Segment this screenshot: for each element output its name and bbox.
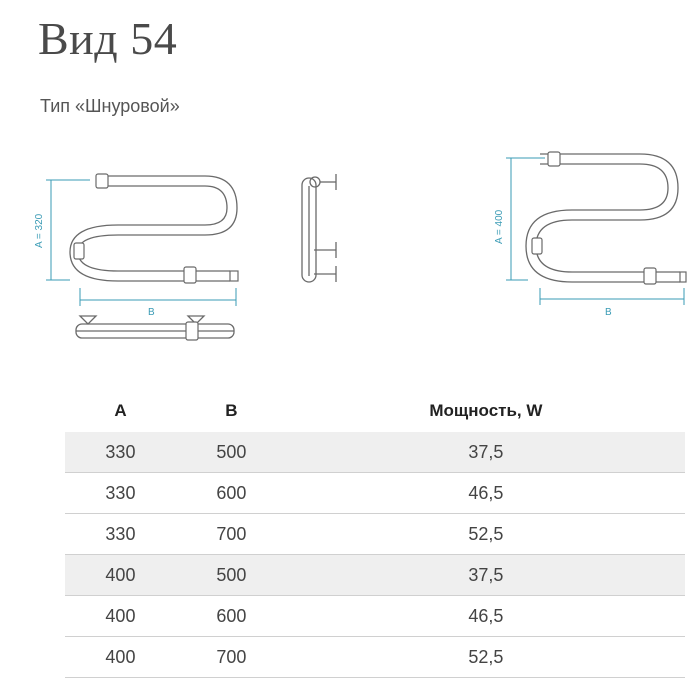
- page-title: Вид 54: [38, 13, 178, 64]
- cell-a: 400: [65, 554, 176, 596]
- column-header-a: A: [114, 401, 127, 420]
- cell-b: 600: [175, 595, 287, 637]
- cell-power: 52,5: [286, 513, 685, 555]
- table-row: 330 500 37,5: [65, 432, 685, 473]
- left-top-view: [75, 315, 235, 341]
- right-width-dimension: B: [605, 307, 612, 318]
- cell-power: 52,5: [286, 636, 685, 678]
- cell-a: 330: [65, 472, 176, 514]
- page-subtitle: Тип «Шнуровой»: [40, 96, 180, 116]
- table-row: 330 600 46,5: [65, 472, 685, 514]
- cell-b: 700: [175, 513, 287, 555]
- left-height-dimension: A = 320: [34, 213, 45, 248]
- specs-table: A B Мощность, W 330 500 37,5 330 600 46,…: [65, 390, 685, 678]
- right-front-view: A = 400 B: [494, 151, 687, 318]
- table-row: 400 600 46,5: [65, 595, 685, 637]
- technical-drawing: A = 320 B A = 400: [34, 151, 687, 341]
- right-height-dimension: A = 400: [494, 209, 505, 244]
- table-row: 400 700 52,5: [65, 636, 685, 678]
- cell-b: 500: [175, 554, 287, 596]
- cell-power: 37,5: [286, 432, 685, 473]
- column-header-power: Мощность, W: [429, 401, 543, 420]
- cell-a: 400: [65, 595, 176, 637]
- cell-power: 46,5: [286, 595, 685, 637]
- left-front-view: A = 320 B: [34, 173, 239, 318]
- table-header-row: A B Мощность, W: [65, 390, 685, 432]
- column-header-b: B: [225, 401, 238, 420]
- cell-a: 330: [65, 513, 176, 555]
- table-row: 400 500 37,5: [65, 554, 685, 596]
- cell-a: 330: [65, 432, 176, 473]
- cell-power: 37,5: [286, 554, 685, 596]
- left-width-dimension: B: [148, 307, 155, 318]
- middle-side-view: [301, 174, 337, 283]
- cell-a: 400: [65, 636, 176, 678]
- cell-b: 600: [175, 472, 287, 514]
- cell-b: 700: [175, 636, 287, 678]
- cell-b: 500: [175, 432, 287, 473]
- cell-power: 46,5: [286, 472, 685, 514]
- table-row: 330 700 52,5: [65, 513, 685, 555]
